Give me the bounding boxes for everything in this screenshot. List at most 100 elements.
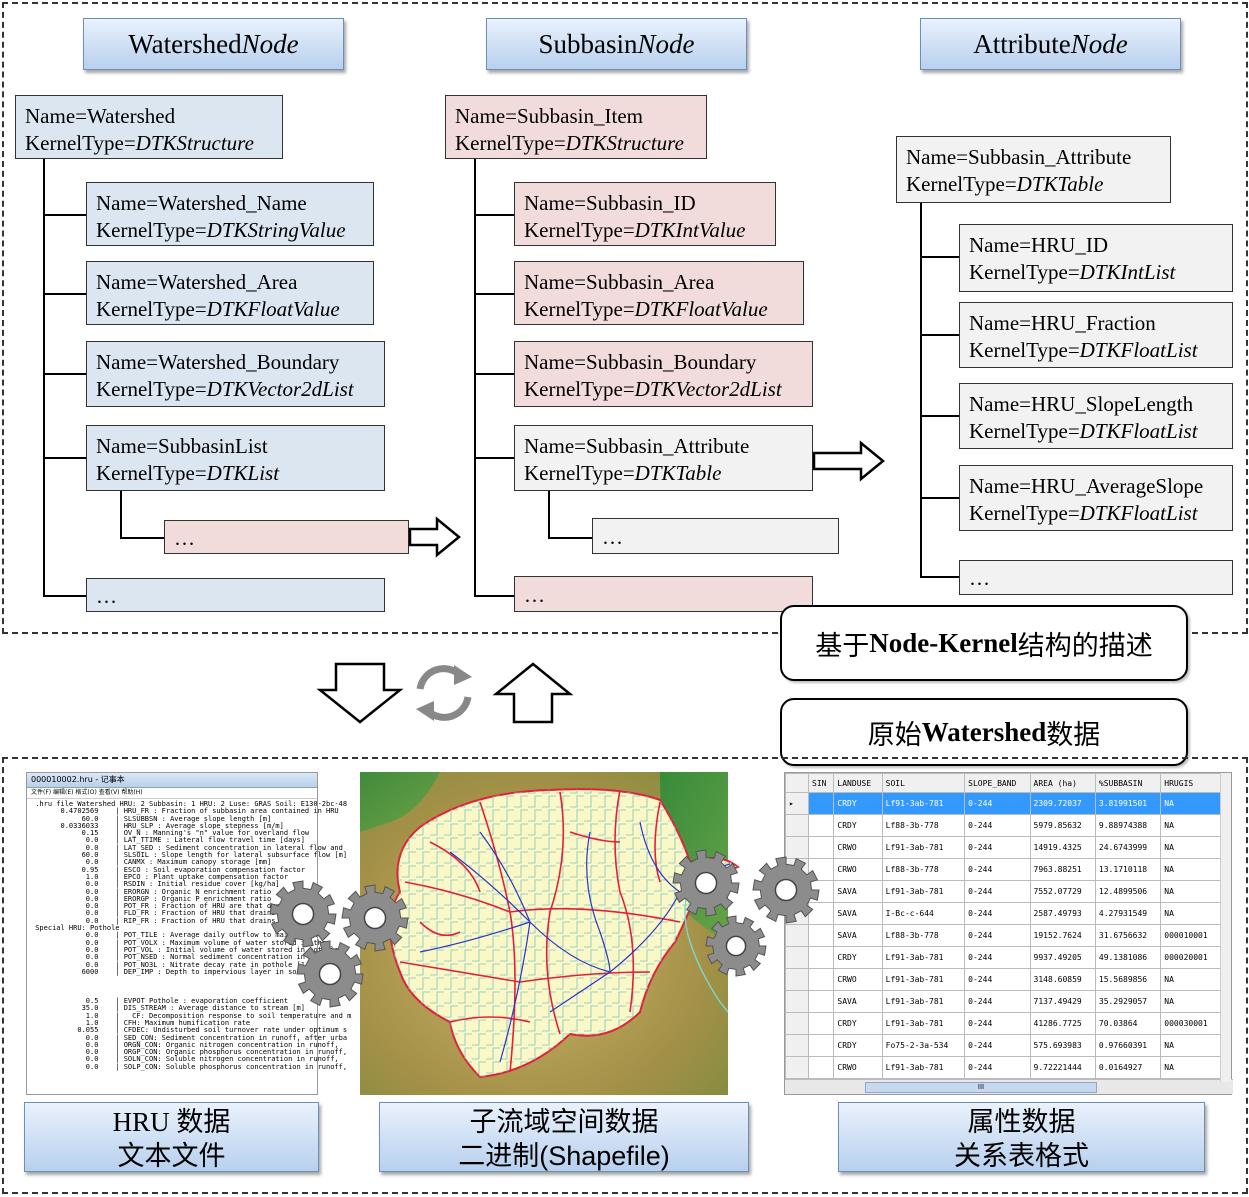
tree-connector bbox=[920, 334, 959, 336]
node-watershed-area: Name=Watershed_Area KernelType=DTKFloatV… bbox=[86, 261, 374, 325]
caption-line-1: 子流域空间数据 bbox=[469, 1107, 659, 1137]
node-subbasin-attribute-ellipsis: … bbox=[592, 518, 839, 554]
node-subbasin-list-ellipsis: … bbox=[164, 520, 409, 554]
text-line: 0.0 | LAT_SED : Sediment concentration i… bbox=[31, 843, 343, 852]
node-watershed-ellipsis: … bbox=[86, 578, 385, 612]
node-kernel: KernelType=DTKStructure bbox=[25, 130, 273, 157]
column-header[interactable]: %SUBBASIN bbox=[1094, 773, 1162, 793]
table-cell: 70.03864 bbox=[1094, 1012, 1162, 1035]
table-cell: Lf91-3ab-781 bbox=[881, 990, 966, 1013]
row-selector[interactable] bbox=[785, 902, 809, 925]
hru-grid bbox=[390, 789, 738, 1077]
row-selector[interactable] bbox=[785, 1034, 809, 1057]
table-cell: 9937.49205 bbox=[1029, 946, 1096, 969]
attribute-caption: 属性数据 关系表格式 bbox=[838, 1102, 1205, 1172]
column-header[interactable]: HRUGIS bbox=[1160, 773, 1221, 793]
node-subbasin-ellipsis: … bbox=[514, 576, 813, 612]
table-cell: NA bbox=[1160, 968, 1221, 991]
node-kernel: KernelType=DTKTable bbox=[524, 460, 803, 487]
table-cell: 15.5689856 bbox=[1094, 968, 1162, 991]
row-selector[interactable]: ▸ bbox=[785, 792, 809, 815]
row-selector[interactable] bbox=[785, 836, 809, 859]
table-cell: Lf91-3ab-781 bbox=[881, 968, 966, 991]
table-cell: Fo75-2-3a-534 bbox=[881, 1034, 966, 1057]
node-kernel: KernelType=DTKStringValue bbox=[96, 217, 364, 244]
column-header[interactable]: AREA (ha) bbox=[1029, 773, 1096, 793]
column-header[interactable]: SIN bbox=[807, 773, 835, 793]
node-kernel: KernelType=DTKList bbox=[96, 460, 375, 487]
vertical-scrollbar[interactable] bbox=[1220, 773, 1231, 1082]
arrow-up-icon bbox=[492, 662, 574, 724]
row-selector[interactable] bbox=[785, 924, 809, 947]
text-line: 0.95 | ESCO : Soil evaporation compensat… bbox=[31, 865, 305, 874]
node-subbasin-id: Name=Subbasin_ID KernelType=DTKIntValue bbox=[514, 182, 776, 246]
row-selector[interactable] bbox=[785, 814, 809, 837]
node-kernel: KernelType=DTKIntList bbox=[969, 259, 1223, 286]
node-hru-fraction: Name=HRU_Fraction KernelType=DTKFloatLis… bbox=[959, 302, 1233, 368]
node-kernel-frame bbox=[2, 2, 1248, 634]
text-line: 35.0 | DIS_STREAM : Average distance to … bbox=[31, 1004, 305, 1013]
table-cell: CRDY bbox=[833, 946, 883, 969]
kernel-type: DTKFloatList bbox=[1079, 501, 1198, 525]
table-cell: 0-244 bbox=[964, 924, 1031, 947]
tree-connector bbox=[43, 293, 86, 295]
menu-bar[interactable]: 文件(F) 编辑(E) 格式(O) 查看(V) 帮助(H) bbox=[27, 788, 317, 799]
row-selector[interactable] bbox=[785, 858, 809, 881]
kernel-prefix: KernelType= bbox=[96, 377, 207, 401]
column-header[interactable]: SLOPE_BAND bbox=[964, 773, 1031, 793]
caption-line-2: 关系表格式 bbox=[954, 1141, 1089, 1171]
kernel-prefix: KernelType= bbox=[969, 419, 1080, 443]
horizontal-scrollbar[interactable]: III bbox=[785, 1079, 1233, 1094]
table-cell: NA bbox=[1160, 902, 1221, 925]
scrollbar-thumb[interactable]: III bbox=[865, 1082, 1097, 1093]
text-line: 0.4702569 | HRU_FR : Fraction of subbasi… bbox=[31, 807, 339, 816]
row-selector[interactable] bbox=[785, 880, 809, 903]
row-selector[interactable] bbox=[785, 968, 809, 991]
kernel-type: DTKTable bbox=[1016, 172, 1104, 196]
table-cell: 0-244 bbox=[964, 880, 1031, 903]
table-cell bbox=[807, 990, 835, 1013]
table-cell: 0-244 bbox=[964, 968, 1031, 991]
tree-connector bbox=[43, 214, 86, 216]
arrow-right-icon bbox=[812, 440, 885, 482]
table-cell bbox=[807, 836, 835, 859]
row-selector[interactable] bbox=[785, 990, 809, 1013]
table-cell: CRDY bbox=[833, 1012, 883, 1035]
header-main: Watershed bbox=[128, 28, 242, 59]
row-selector[interactable] bbox=[785, 1056, 809, 1079]
node-name: Name=Watershed_Area bbox=[96, 270, 298, 294]
table-cell: NA bbox=[1160, 1056, 1221, 1079]
table-cell: Lf91-3ab-781 bbox=[881, 1012, 966, 1035]
node-watershed-boundary: Name=Watershed_Boundary KernelType=DTKVe… bbox=[86, 341, 385, 407]
label-post: 数据 bbox=[1046, 719, 1101, 750]
node-kernel: KernelType=DTKFloatValue bbox=[524, 296, 794, 323]
text-line: 0.0 | SED_CON: Sediment concentration in… bbox=[31, 1033, 348, 1042]
table-cell: 9.88974388 bbox=[1094, 814, 1162, 837]
table-cell: 575.693983 bbox=[1029, 1034, 1096, 1057]
row-selector[interactable] bbox=[785, 946, 809, 969]
table-cell: SAVA bbox=[833, 924, 883, 947]
text-line: 1.0 | EPCO : Plant uptake compensation f… bbox=[31, 872, 289, 881]
column-header[interactable]: SOIL bbox=[881, 773, 966, 793]
tree-connector bbox=[43, 373, 86, 375]
table-cell: NA bbox=[1160, 1034, 1221, 1057]
row-selector[interactable] bbox=[785, 1012, 809, 1035]
column-header[interactable]: LANDUSE bbox=[833, 773, 883, 793]
kernel-prefix: KernelType= bbox=[969, 260, 1080, 284]
tree-connector bbox=[474, 373, 514, 375]
